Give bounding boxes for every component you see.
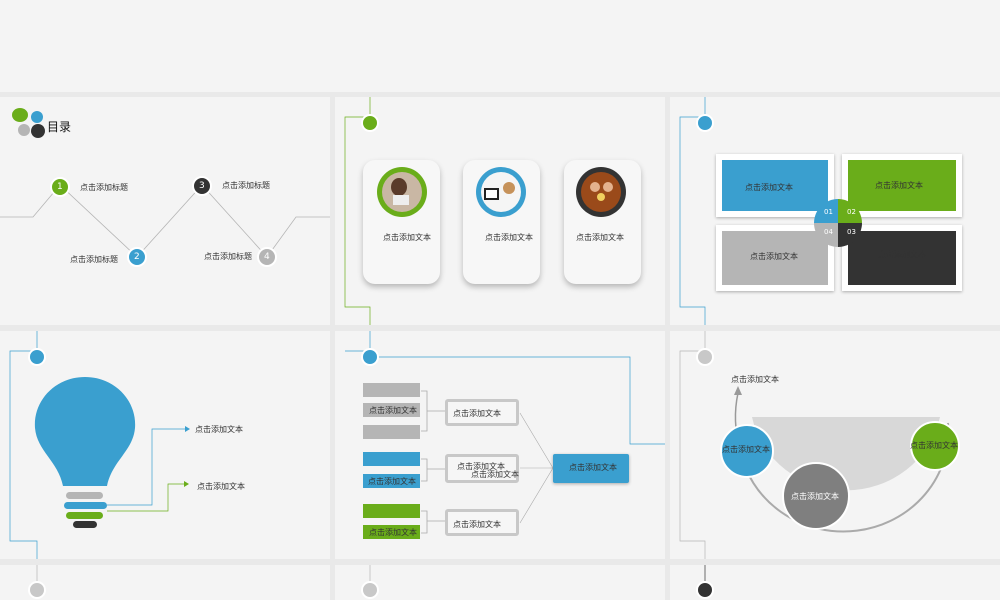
circle-gray-label[interactable]: 点击添加文本: [791, 492, 839, 501]
slide-toc[interactable]: 目录 1 2 3 4 点击添加标题 点击添加标题 点击添加标题 点击添加标题: [0, 97, 330, 325]
slide-bulb[interactable]: 点击添加文本 点击添加文本: [0, 331, 330, 559]
circle-blue-label[interactable]: 点击添加文本: [722, 445, 770, 454]
tree-left-bar-2[interactable]: [363, 403, 420, 417]
slide-bottom-3[interactable]: [670, 565, 1000, 600]
slide-tree[interactable]: 点击添加文本 点击添加文本 点击添加文本 点击添加文本 点击添加文本 点击添加文…: [335, 331, 665, 559]
toc-item-4-label[interactable]: 点击添加标题: [204, 252, 252, 261]
tree-right-box[interactable]: [553, 454, 629, 483]
tree-left-label-3[interactable]: 点击添加文本: [369, 528, 417, 537]
slide-quad[interactable]: 01 02 04 03 点击添加文本 点击添加文本 点击添加文本 点击添加文本: [670, 97, 1000, 325]
quad-cell-2[interactable]: [842, 154, 962, 217]
quad-num-4: 03: [847, 228, 856, 236]
toc-item-2-label[interactable]: 点击添加标题: [70, 255, 118, 264]
quad-cell-3[interactable]: [716, 225, 834, 291]
toc-badge-1: 1: [57, 182, 63, 192]
tree-mid-box-1[interactable]: [445, 399, 519, 426]
bottom-3-marker-icon: [696, 565, 714, 599]
tree-mid-label-4[interactable]: 点击添加文本: [453, 520, 501, 529]
bulb-label-2[interactable]: 点击添加文本: [197, 482, 245, 491]
tree-right-label[interactable]: 点击添加文本: [569, 463, 617, 472]
circles-top-label[interactable]: 点击添加文本: [731, 375, 779, 384]
tree-left-label-2[interactable]: 点击添加文本: [368, 477, 416, 486]
quad-num-3: 04: [824, 228, 833, 236]
toc-logo-icon: [12, 108, 45, 138]
quad-cell-1[interactable]: [716, 154, 834, 217]
bulb-connector-line: [9, 331, 46, 559]
quad-cell-4[interactable]: [842, 225, 962, 291]
bulb-label-1[interactable]: 点击添加文本: [195, 425, 243, 434]
quad-cell-3-label[interactable]: 点击添加文本: [750, 252, 798, 261]
quad-cell-4-label[interactable]: 点击添加文本: [878, 250, 926, 259]
circles-connector-line: [679, 331, 714, 559]
tree-left-bar-6[interactable]: [363, 504, 420, 518]
tree-left-label-1[interactable]: 点击添加文本: [369, 406, 417, 415]
bottom-2-marker-icon: [361, 565, 379, 599]
quad-cell-1-label[interactable]: 点击添加文本: [745, 183, 793, 192]
card-photo-icons: [377, 167, 626, 217]
quad-center-badges: [814, 199, 862, 247]
tree-left-bar-1[interactable]: [363, 383, 420, 397]
tree-mid-box-2[interactable]: [445, 454, 519, 483]
toc-title: 目录: [47, 120, 72, 134]
lightbulb-icon: [34, 377, 190, 528]
tree-mid-box-3[interactable]: [445, 509, 519, 536]
slide-bottom-2[interactable]: [335, 565, 665, 600]
tree-connector-line: [345, 331, 665, 534]
toc-zigzag-line: [0, 184, 330, 258]
toc-badge-2: 2: [134, 252, 140, 262]
tree-left-bar-4[interactable]: [363, 452, 420, 466]
bottom-1-marker-icon: [28, 565, 46, 599]
slide-cards[interactable]: 点击添加文本 点击添加文本 点击添加文本: [335, 97, 665, 325]
card-3-label[interactable]: 点击添加文本: [576, 233, 624, 242]
quad-connector-line: [679, 97, 714, 325]
tree-mid-label-3[interactable]: 点击添加文本: [471, 470, 519, 479]
tree-mid-label-2[interactable]: 点击添加文本: [457, 462, 505, 471]
slide-circles[interactable]: 点击添加文本 点击添加文本 点击添加文本 点击添加文本: [670, 331, 1000, 559]
quad-cell-2-label[interactable]: 点击添加文本: [875, 181, 923, 190]
card-1-label[interactable]: 点击添加文本: [383, 233, 431, 242]
quad-num-2: 02: [847, 208, 856, 216]
toc-badges: [50, 176, 277, 267]
toc-badge-3: 3: [199, 181, 205, 191]
circle-green-label[interactable]: 点击添加文本: [910, 441, 958, 450]
quad-num-1: 01: [824, 208, 833, 216]
card-2-label[interactable]: 点击添加文本: [485, 233, 533, 242]
tree-left-bar-5[interactable]: [363, 474, 420, 488]
slide-top-strip[interactable]: [0, 0, 1000, 92]
slide-bottom-1[interactable]: [0, 565, 330, 600]
cards-connector-line: [344, 97, 379, 325]
toc-item-1-label[interactable]: 点击添加标题: [80, 183, 128, 192]
toc-badge-4: 4: [264, 252, 270, 262]
tree-left-bar-7[interactable]: [363, 525, 420, 539]
semicircle-diagram: [720, 386, 960, 533]
tree-left-bar-3[interactable]: [363, 425, 420, 439]
tree-mid-label-1[interactable]: 点击添加文本: [453, 409, 501, 418]
toc-item-3-label[interactable]: 点击添加标题: [222, 181, 270, 190]
